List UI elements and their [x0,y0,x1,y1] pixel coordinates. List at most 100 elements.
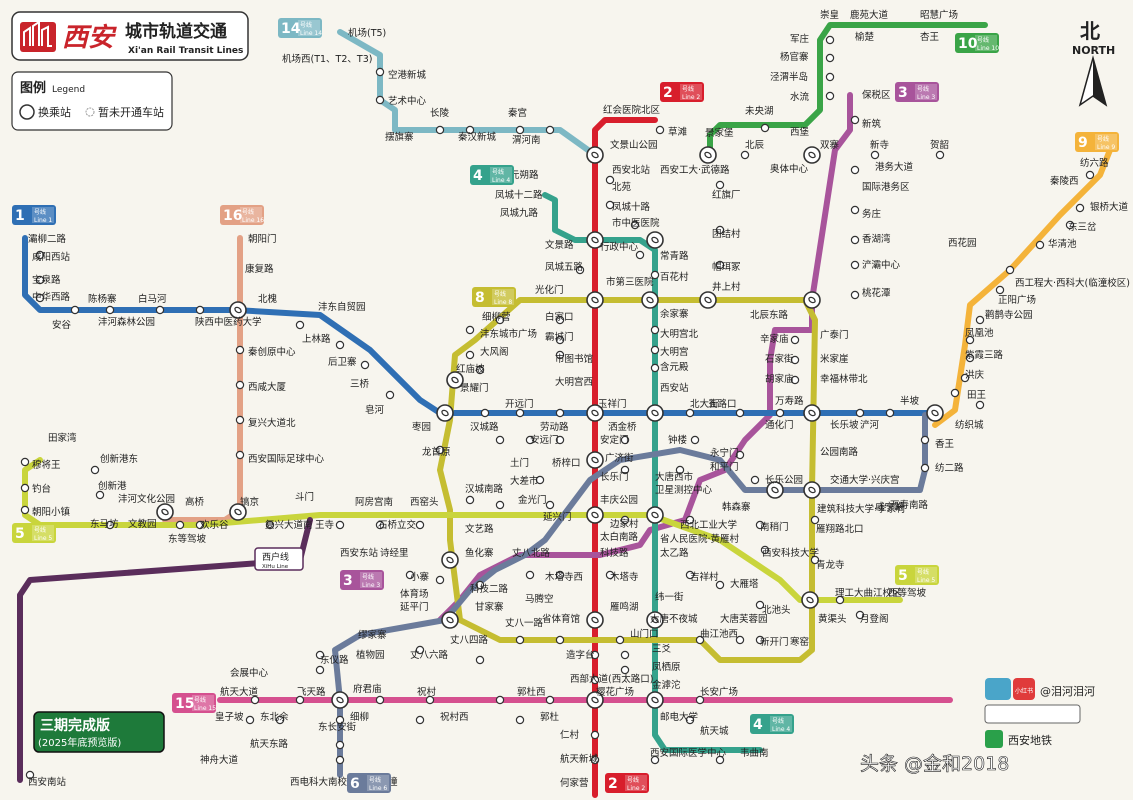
station-dot[interactable] [25,770,35,780]
station-dot[interactable] [375,67,385,77]
interchange-icon[interactable] [586,404,604,422]
station-dot[interactable] [675,465,685,475]
station-dot[interactable] [555,435,565,445]
station-dot[interactable] [95,490,105,500]
station-dot[interactable] [715,755,725,765]
station-dot[interactable] [965,335,975,345]
station-dot[interactable] [790,335,800,345]
station-dot[interactable] [605,570,615,580]
station-dot[interactable] [475,580,485,590]
station-dot[interactable] [935,150,945,160]
station-dot[interactable] [650,755,660,765]
station-dot[interactable] [35,275,45,285]
station-dot[interactable] [235,450,245,460]
station-dot[interactable] [685,715,695,725]
station-dot[interactable] [825,72,835,82]
station-dot[interactable] [495,500,505,510]
station-dot[interactable] [630,220,640,230]
station-dot[interactable] [295,695,305,705]
station-dot[interactable] [155,305,165,315]
interchange-icon[interactable] [586,146,604,164]
station-dot[interactable] [415,645,425,655]
station-dot[interactable] [375,95,385,105]
station-dot[interactable] [555,635,565,645]
station-dot[interactable] [535,475,545,485]
station-dot[interactable] [850,290,860,300]
station-dot[interactable] [360,360,370,370]
station-dot[interactable] [405,570,415,580]
interchange-icon[interactable] [699,146,717,164]
station-dot[interactable] [465,325,475,335]
station-dot[interactable] [810,515,820,525]
station-dot[interactable] [690,435,700,445]
station-dot[interactable] [750,475,760,485]
station-dot[interactable] [850,115,860,125]
interchange-icon[interactable] [446,371,464,389]
interchange-icon[interactable] [646,506,664,524]
station-dot[interactable] [760,123,770,133]
station-dot[interactable] [265,520,275,530]
station-dot[interactable] [755,520,765,530]
interchange-icon[interactable] [331,691,349,709]
interchange-icon[interactable] [586,231,604,249]
station-dot[interactable] [825,91,835,101]
station-dot[interactable] [755,635,765,645]
station-dot[interactable] [850,260,860,270]
station-dot[interactable] [425,695,435,705]
station-dot[interactable] [20,483,30,493]
station-dot[interactable] [775,408,785,418]
station-dot[interactable] [525,435,535,445]
station-dot[interactable] [515,408,525,418]
station-dot[interactable] [885,408,895,418]
interchange-icon[interactable] [586,691,604,709]
interchange-icon[interactable] [436,404,454,422]
station-dot[interactable] [295,320,305,330]
station-dot[interactable] [590,650,600,660]
station-dot[interactable] [315,665,325,675]
station-dot[interactable] [555,335,565,345]
interchange-icon[interactable] [441,611,459,629]
station-dot[interactable] [1035,240,1045,250]
station-dot[interactable] [335,340,345,350]
interchange-icon[interactable] [646,404,664,422]
interchange-icon[interactable] [926,404,944,422]
station-dot[interactable] [1075,203,1085,213]
station-dot[interactable] [475,655,485,665]
station-dot[interactable] [70,305,80,315]
station-dot[interactable] [1085,170,1095,180]
station-dot[interactable] [235,345,245,355]
station-dot[interactable] [105,520,115,530]
station-dot[interactable] [385,390,395,400]
station-dot[interactable] [695,695,705,705]
station-dot[interactable] [415,520,425,530]
station-dot[interactable] [920,463,930,473]
station-dot[interactable] [590,675,600,685]
station-dot[interactable] [605,200,615,210]
station-dot[interactable] [245,715,255,725]
station-dot[interactable] [375,695,385,705]
station-dot[interactable] [715,260,725,270]
station-dot[interactable] [1005,265,1015,275]
station-dot[interactable] [515,715,525,725]
station-dot[interactable] [835,595,845,605]
station-dot[interactable] [590,730,600,740]
interchange-icon[interactable] [803,404,821,422]
station-dot[interactable] [715,580,725,590]
station-dot[interactable] [735,450,745,460]
station-dot[interactable] [20,505,30,515]
station-dot[interactable] [685,408,695,418]
station-dot[interactable] [545,125,555,135]
station-dot[interactable] [790,375,800,385]
interchange-icon[interactable] [766,481,784,499]
station-dot[interactable] [195,305,205,315]
station-dot[interactable] [965,353,975,363]
